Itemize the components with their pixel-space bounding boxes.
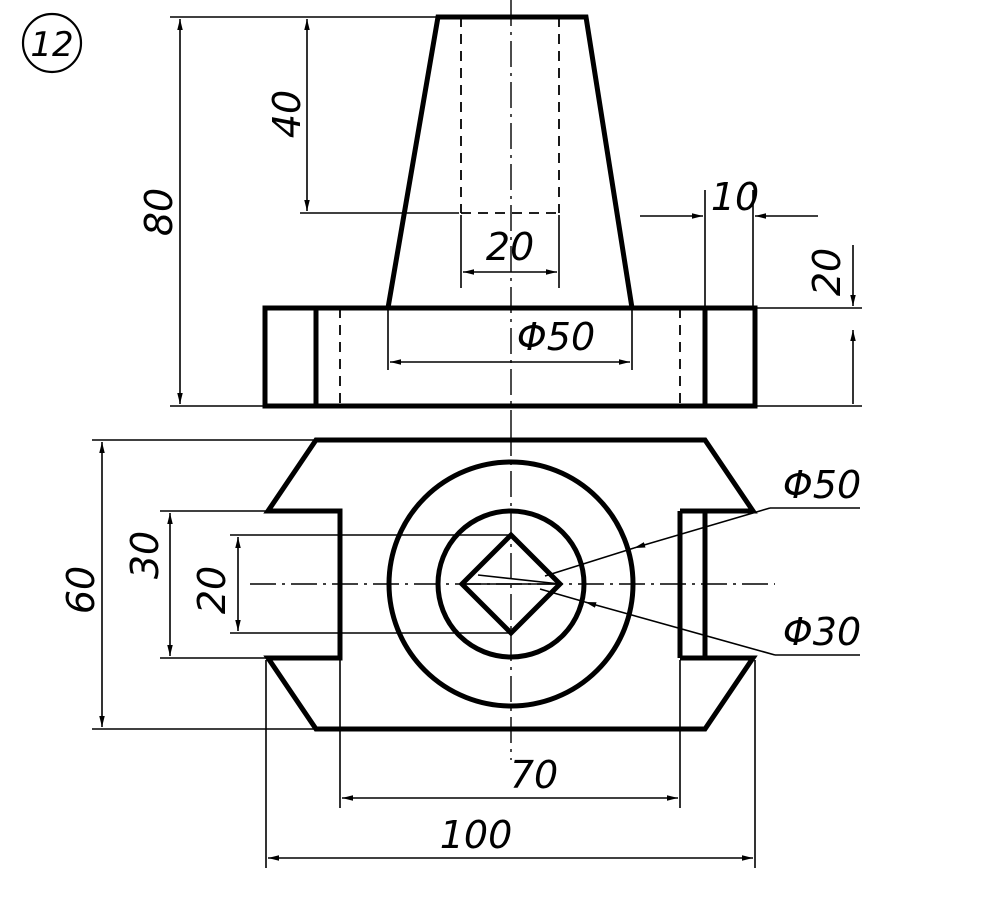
figure-number: 12 bbox=[30, 25, 73, 65]
leader-line-phi50 bbox=[633, 507, 771, 549]
leader-line-phi50-ext bbox=[544, 547, 635, 577]
dim-60-label: 60 bbox=[59, 566, 103, 614]
leader-line-phi30 bbox=[584, 601, 776, 656]
dim-80-label: 80 bbox=[137, 188, 181, 236]
base-outline bbox=[262, 305, 758, 409]
figure-number-badge: 12 bbox=[21, 12, 83, 74]
dim-10-label: 10 bbox=[711, 175, 759, 219]
dim-phi30-label: Φ30 bbox=[783, 610, 861, 654]
top-outline bbox=[263, 437, 758, 732]
top-view: 60 30 20 Φ50 Φ30 70 100 bbox=[59, 430, 861, 868]
square-hole bbox=[458, 531, 564, 637]
leader-line-phi30-ext bbox=[539, 588, 586, 603]
dim-40-label: 40 bbox=[265, 90, 309, 138]
dim-20-square-label: 20 bbox=[190, 566, 234, 614]
dim-100-label: 100 bbox=[440, 813, 513, 857]
dim-20-hole-label: 20 bbox=[486, 225, 534, 269]
dim-20-base-label: 20 bbox=[805, 248, 849, 296]
front-view: 80 40 20 Φ50 10 20 bbox=[137, 0, 862, 430]
dim-phi50-front-label: Φ50 bbox=[517, 315, 595, 359]
square-diag bbox=[477, 574, 561, 585]
dim-70-label: 70 bbox=[510, 753, 558, 797]
dim-phi50-top-label: Φ50 bbox=[783, 463, 861, 507]
dim-30-label: 30 bbox=[123, 531, 167, 579]
